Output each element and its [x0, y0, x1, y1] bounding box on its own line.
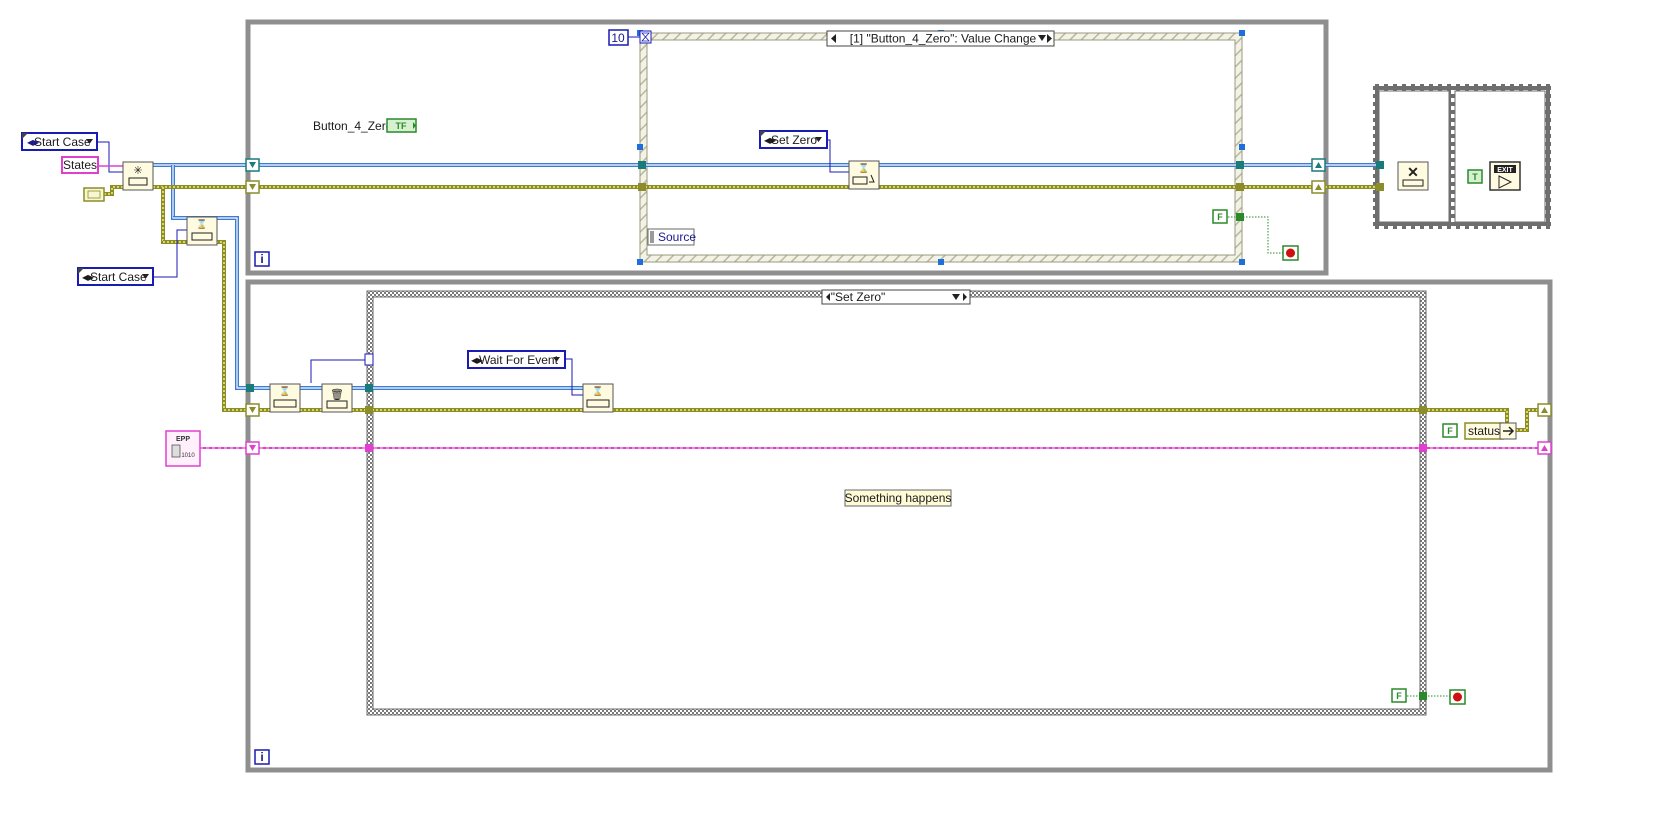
shift-register-bottom-left-epp[interactable]	[245, 441, 260, 455]
dequeue-element-node[interactable]: ⌛	[269, 383, 301, 413]
svg-text:States: States	[63, 158, 97, 172]
svg-text:✳: ✳	[133, 165, 142, 177]
svg-text:EXIT: EXIT	[1497, 167, 1513, 174]
status-unbundle-node[interactable]: status	[1464, 422, 1517, 440]
shift-register-bottom-left-err[interactable]	[245, 403, 260, 417]
svg-text:Source: Source	[658, 230, 696, 244]
svg-text:Button_4_Zero: Button_4_Zero	[313, 119, 393, 133]
false-constant-case[interactable]: F	[1391, 688, 1407, 703]
release-queue-node[interactable]: ✕	[1397, 161, 1429, 191]
svg-text:Set Zero: Set Zero	[771, 133, 817, 147]
svg-text:⌛: ⌛	[858, 162, 869, 173]
error-cluster-wire	[104, 185, 1540, 432]
iteration-terminal-top: i	[254, 251, 270, 267]
shift-register-bottom-right-err[interactable]	[1537, 403, 1552, 417]
error-cluster-constant[interactable]	[83, 187, 105, 202]
svg-text:◂▸: ◂▸	[764, 133, 776, 147]
svg-text:status: status	[1468, 424, 1500, 438]
shift-register-bottom-right-epp[interactable]	[1537, 441, 1552, 455]
start-case-constant-top[interactable]: ◂▸ Start Case	[21, 132, 98, 151]
flat-sequence-structure[interactable]	[1373, 84, 1551, 229]
svg-text:i: i	[260, 252, 263, 266]
svg-text:F: F	[1217, 212, 1223, 222]
obtain-queue-node[interactable]: ✳	[122, 161, 154, 191]
svg-text:⌛: ⌛	[592, 385, 603, 396]
stop-terminal-top[interactable]	[1282, 245, 1299, 261]
enum-wires	[97, 139, 849, 396]
shift-register-right-err[interactable]	[1311, 180, 1326, 194]
epp-reference-node[interactable]: EPP 1010	[165, 430, 201, 467]
svg-text:🗑: 🗑	[330, 388, 344, 401]
svg-text:Something happens: Something happens	[845, 491, 952, 505]
structure-tunnels	[246, 161, 1427, 700]
svg-text:10: 10	[611, 31, 625, 45]
start-case-constant-bottom[interactable]: ◂▸ Start Case	[77, 267, 154, 286]
svg-text:i: i	[260, 750, 263, 764]
stop-terminal-bottom[interactable]	[1449, 689, 1466, 705]
event-case-selector[interactable]: [1] "Button_4_Zero": Value Change	[826, 30, 1055, 47]
svg-text:EPP: EPP	[176, 436, 190, 443]
svg-text:Start Case: Start Case	[90, 270, 147, 284]
case-selector-label[interactable]: "Set Zero"	[821, 289, 971, 305]
svg-text:◂▸: ◂▸	[27, 135, 39, 149]
exit-labview-node[interactable]: EXIT	[1489, 161, 1521, 191]
while-loop-top[interactable]	[245, 19, 1329, 276]
event-structure[interactable]	[637, 30, 1245, 265]
svg-text:TF: TF	[396, 121, 407, 131]
iteration-terminal-bottom: i	[254, 749, 270, 765]
false-constant-event[interactable]: F	[1212, 209, 1228, 224]
wait-for-event-constant[interactable]: ◂▸ Wait For Event	[467, 350, 566, 369]
svg-text:⌛: ⌛	[279, 385, 290, 396]
set-zero-constant[interactable]: ◂▸ Set Zero	[759, 130, 828, 149]
states-string-constant[interactable]: States	[61, 156, 99, 174]
svg-text:◂▸: ◂▸	[82, 270, 94, 284]
something-happens-label: Something happens	[844, 489, 952, 507]
while-loop-bottom[interactable]	[245, 279, 1553, 773]
svg-text:Wait For Event: Wait For Event	[479, 353, 559, 367]
flush-output-indicator	[364, 353, 374, 366]
svg-text:✕: ✕	[1407, 164, 1419, 180]
shift-register-right-ref[interactable]	[1311, 158, 1326, 172]
svg-text:T: T	[1472, 172, 1478, 182]
svg-text:1010: 1010	[181, 453, 195, 459]
enqueue-element-node-event[interactable]: ⌛	[848, 160, 880, 190]
false-constant-status[interactable]: F	[1442, 423, 1458, 438]
enqueue-element-node-1[interactable]: ⌛	[186, 216, 218, 246]
button-4-zero-terminal[interactable]: Button_4_Zero TF	[313, 118, 417, 133]
enqueue-element-node-case[interactable]: ⌛	[582, 383, 614, 413]
svg-text:⌛: ⌛	[196, 218, 207, 229]
boolean-wires	[1228, 216, 1451, 697]
svg-text:F: F	[1447, 426, 1453, 436]
queue-reference-wire	[153, 163, 1380, 390]
timeout-constant[interactable]: 10	[608, 29, 652, 46]
source-event-data-node[interactable]: Source	[647, 228, 696, 246]
svg-text:Start Case: Start Case	[34, 135, 91, 149]
flush-queue-node[interactable]: 🗑	[321, 383, 353, 413]
svg-text:◂▸: ◂▸	[471, 353, 483, 367]
svg-text:[1] "Button_4_Zero": Value Cha: [1] "Button_4_Zero": Value Change	[850, 32, 1037, 46]
shift-register-left-err[interactable]	[245, 180, 260, 194]
true-constant[interactable]: T	[1467, 169, 1483, 184]
shift-register-left-ref[interactable]	[245, 158, 260, 172]
svg-text:"Set Zero": "Set Zero"	[831, 290, 886, 304]
svg-text:F: F	[1396, 691, 1402, 701]
